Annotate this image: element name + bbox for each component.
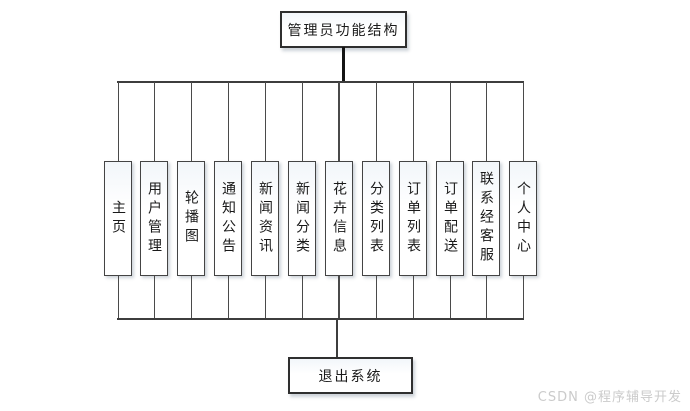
connector-line	[228, 82, 229, 161]
node-personal-center: 个人中心	[509, 161, 537, 276]
node-label: 花卉信息	[331, 180, 347, 257]
node-news-category: 新闻分类	[288, 161, 316, 276]
connector-line	[265, 276, 266, 318]
node-label: 通知公告	[220, 180, 236, 257]
connector-line	[450, 82, 451, 161]
connector-line	[154, 276, 155, 318]
node-label: 个人中心	[515, 180, 531, 257]
connector-line	[118, 276, 119, 318]
connector-bottom-bus	[117, 318, 524, 320]
csdn-watermark: CSDN @程序辅导开发	[537, 390, 682, 405]
node-user-management: 用户管理	[140, 161, 168, 276]
connector-line	[265, 82, 266, 161]
node-exit-system: 退出系统	[288, 357, 413, 394]
connector-line	[154, 82, 155, 161]
connector-line	[450, 276, 451, 318]
node-label: 管理员功能结构	[287, 22, 400, 39]
connector-line	[523, 276, 524, 318]
connector-line	[191, 82, 192, 161]
node-label: 轮播图	[183, 190, 199, 247]
node-home: 主页	[104, 161, 132, 276]
connector-line	[486, 276, 487, 318]
node-label: 分类列表	[368, 180, 384, 257]
connector-line	[302, 276, 303, 318]
connector-root-drop	[342, 47, 345, 83]
connector-line	[376, 82, 377, 161]
node-label: 联系经客服	[478, 171, 494, 266]
connector-line	[338, 276, 340, 318]
node-notice: 通知公告	[214, 161, 242, 276]
connector-line	[118, 82, 119, 161]
connector-line	[228, 276, 229, 318]
node-label: 新闻资讯	[257, 180, 273, 257]
node-order-list: 订单列表	[399, 161, 427, 276]
node-flower-info: 花卉信息	[325, 161, 353, 276]
connector-line	[413, 82, 414, 161]
node-contact-service: 联系经客服	[472, 161, 500, 276]
connector-exit-drop	[336, 320, 338, 357]
node-label: 主页	[110, 199, 126, 238]
node-label: 用户管理	[146, 180, 162, 257]
node-order-delivery: 订单配送	[436, 161, 464, 276]
connector-line	[302, 82, 303, 161]
node-category-list: 分类列表	[362, 161, 390, 276]
connector-line	[486, 82, 487, 161]
node-label: 新闻分类	[294, 180, 310, 257]
node-news: 新闻资讯	[251, 161, 279, 276]
node-carousel: 轮播图	[177, 161, 205, 276]
connector-line	[338, 82, 340, 161]
connector-top-bus	[117, 81, 524, 83]
connector-line	[191, 276, 192, 318]
node-label: 订单配送	[442, 180, 458, 257]
connector-line	[413, 276, 414, 318]
connector-line	[376, 276, 377, 318]
node-label: 订单列表	[405, 180, 421, 257]
node-label: 退出系统	[318, 368, 383, 385]
connector-line	[523, 82, 524, 161]
node-admin-function-root: 管理员功能结构	[280, 11, 407, 48]
